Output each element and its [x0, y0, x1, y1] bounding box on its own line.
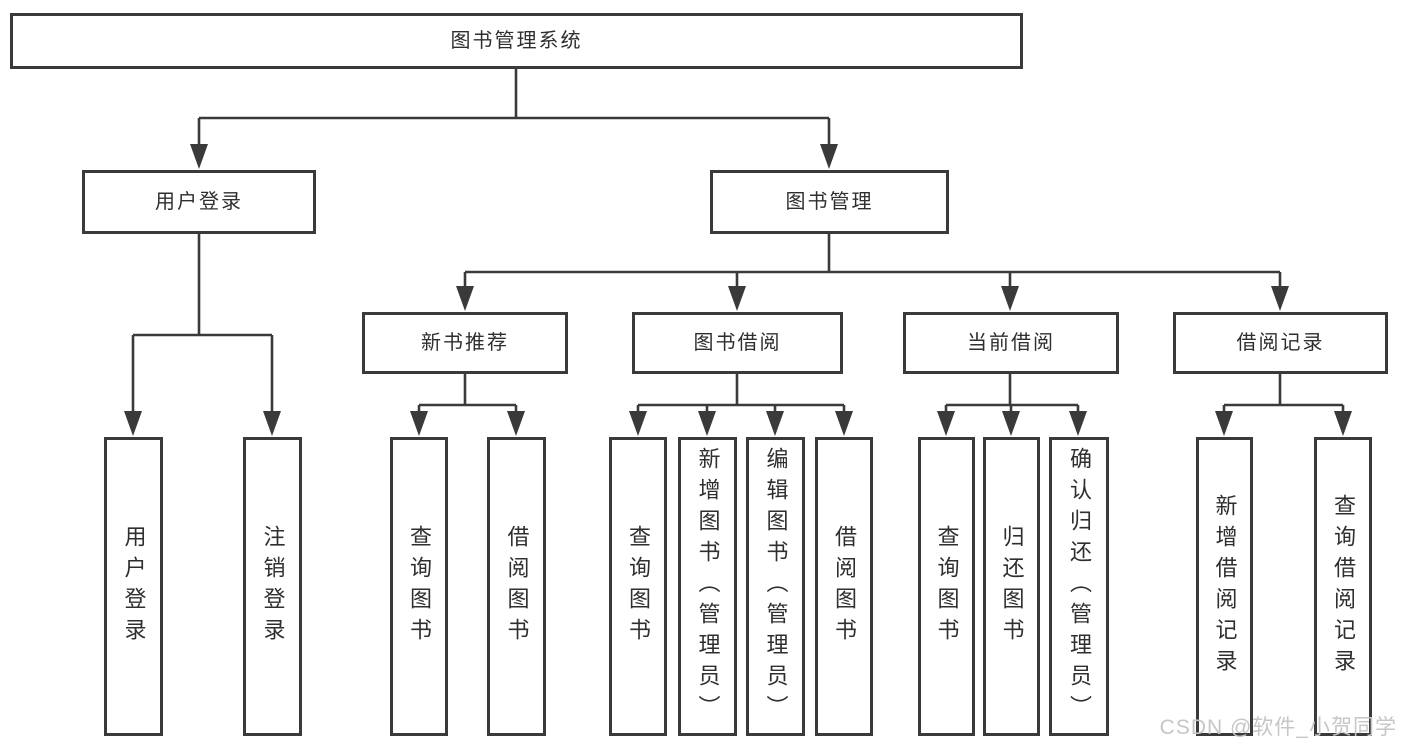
leaf-query-books-2: 查询图书 — [609, 437, 667, 736]
leaf-query-borrow-record-label: 查询借阅记录 — [1331, 493, 1356, 680]
leaf-return-books: 归还图书 — [983, 437, 1040, 736]
watermark: CSDN @软件_小贺同学 — [1159, 716, 1397, 739]
leaf-edit-books-admin: 编辑图书（管理员） — [746, 437, 805, 736]
leaf-query-books-1: 查询图书 — [390, 437, 448, 736]
node-library-system-label: 图书管理系统 — [450, 30, 583, 52]
edges-borrowing-records — [1215, 373, 1352, 436]
node-borrowing-records: 借阅记录 — [1173, 312, 1388, 374]
node-new-book-recommend: 新书推荐 — [362, 312, 568, 374]
edges-book-management — [456, 233, 1289, 311]
leaf-user-login: 用户登录 — [104, 437, 163, 736]
leaf-query-books-3-label: 查询图书 — [934, 524, 960, 649]
leaf-borrow-books-1-label: 借阅图书 — [504, 524, 530, 649]
edges-new-book-recommend — [410, 373, 525, 436]
leaf-add-books-admin-label: 新增图书（管理员） — [695, 447, 721, 726]
node-user-login: 用户登录 — [82, 170, 316, 234]
edges-user-login — [124, 233, 281, 436]
leaf-borrow-books-2: 借阅图书 — [815, 437, 873, 736]
leaf-confirm-return-admin-label: 确认归还（管理员） — [1067, 447, 1092, 726]
leaf-borrow-books-2-label: 借阅图书 — [832, 524, 857, 649]
node-book-management: 图书管理 — [710, 170, 949, 234]
node-user-login-label: 用户登录 — [155, 191, 243, 213]
leaf-query-books-3: 查询图书 — [918, 437, 975, 736]
leaf-query-borrow-record: 查询借阅记录 — [1314, 437, 1372, 736]
leaf-query-books-1-label: 查询图书 — [407, 524, 432, 649]
node-current-borrowing: 当前借阅 — [903, 312, 1119, 374]
leaf-logout-login: 注销登录 — [243, 437, 302, 736]
node-current-borrowing-label: 当前借阅 — [967, 332, 1055, 354]
leaf-borrow-books-1: 借阅图书 — [487, 437, 546, 736]
node-book-borrowing: 图书借阅 — [632, 312, 843, 374]
node-borrowing-records-label: 借阅记录 — [1236, 332, 1325, 354]
leaf-add-books-admin: 新增图书（管理员） — [678, 437, 737, 736]
node-book-borrowing-label: 图书借阅 — [693, 332, 782, 354]
leaf-user-login-label: 用户登录 — [121, 524, 147, 649]
edges-root — [190, 68, 838, 169]
leaf-query-books-2-label: 查询图书 — [626, 524, 651, 649]
edges-book-borrowing — [629, 373, 853, 436]
node-book-management-label: 图书管理 — [785, 191, 874, 213]
leaf-confirm-return-admin: 确认归还（管理员） — [1049, 437, 1109, 736]
leaf-logout-login-label: 注销登录 — [260, 524, 286, 649]
edges-current-borrowing — [937, 373, 1087, 436]
leaf-edit-books-admin-label: 编辑图书（管理员） — [763, 447, 789, 726]
leaf-add-borrow-record: 新增借阅记录 — [1196, 437, 1253, 736]
node-library-system: 图书管理系统 — [10, 13, 1023, 69]
node-new-book-recommend-label: 新书推荐 — [421, 332, 509, 354]
leaf-return-books-label: 归还图书 — [999, 524, 1025, 649]
leaf-add-borrow-record-label: 新增借阅记录 — [1212, 493, 1238, 680]
